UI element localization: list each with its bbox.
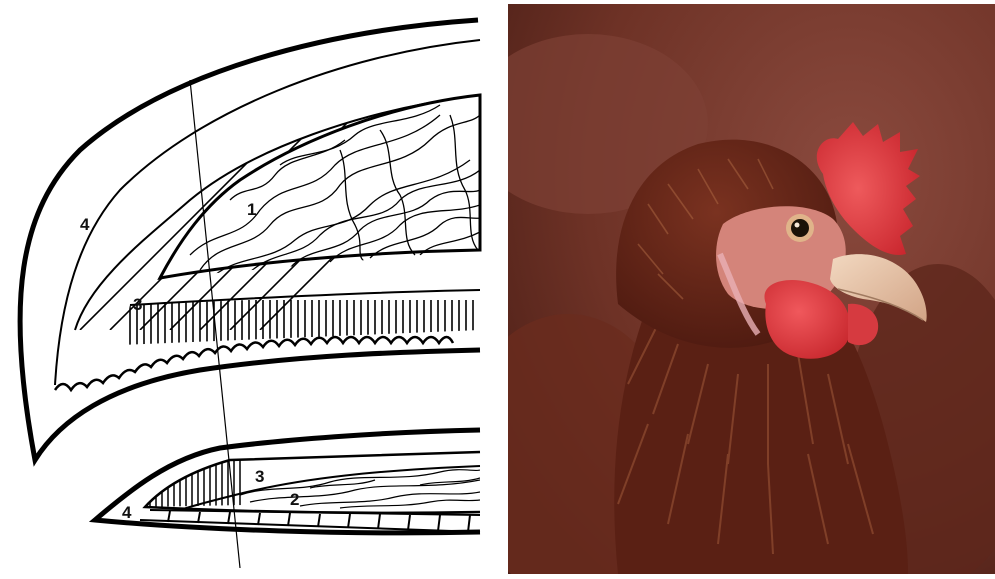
label-lower-horn: 4 <box>122 503 132 522</box>
diagram-svg: 1 2 3 3 4 4 <box>0 0 500 574</box>
label-lower-dermis: 3 <box>255 467 264 486</box>
eye <box>791 219 809 237</box>
lower-beak <box>95 430 480 533</box>
label-upper-dermis: 3 <box>133 295 142 314</box>
chicken-illustration <box>508 4 995 574</box>
label-upper-pulp: 1 <box>247 200 256 219</box>
label-lower-pulp: 2 <box>290 490 299 509</box>
upper-beak-lamina <box>55 290 480 390</box>
chicken-head-photo <box>508 4 995 574</box>
lower-beak-pulp <box>240 470 480 508</box>
beak-section-diagram: 1 2 3 3 4 4 <box>0 0 500 574</box>
label-upper-horn: 4 <box>80 215 90 234</box>
